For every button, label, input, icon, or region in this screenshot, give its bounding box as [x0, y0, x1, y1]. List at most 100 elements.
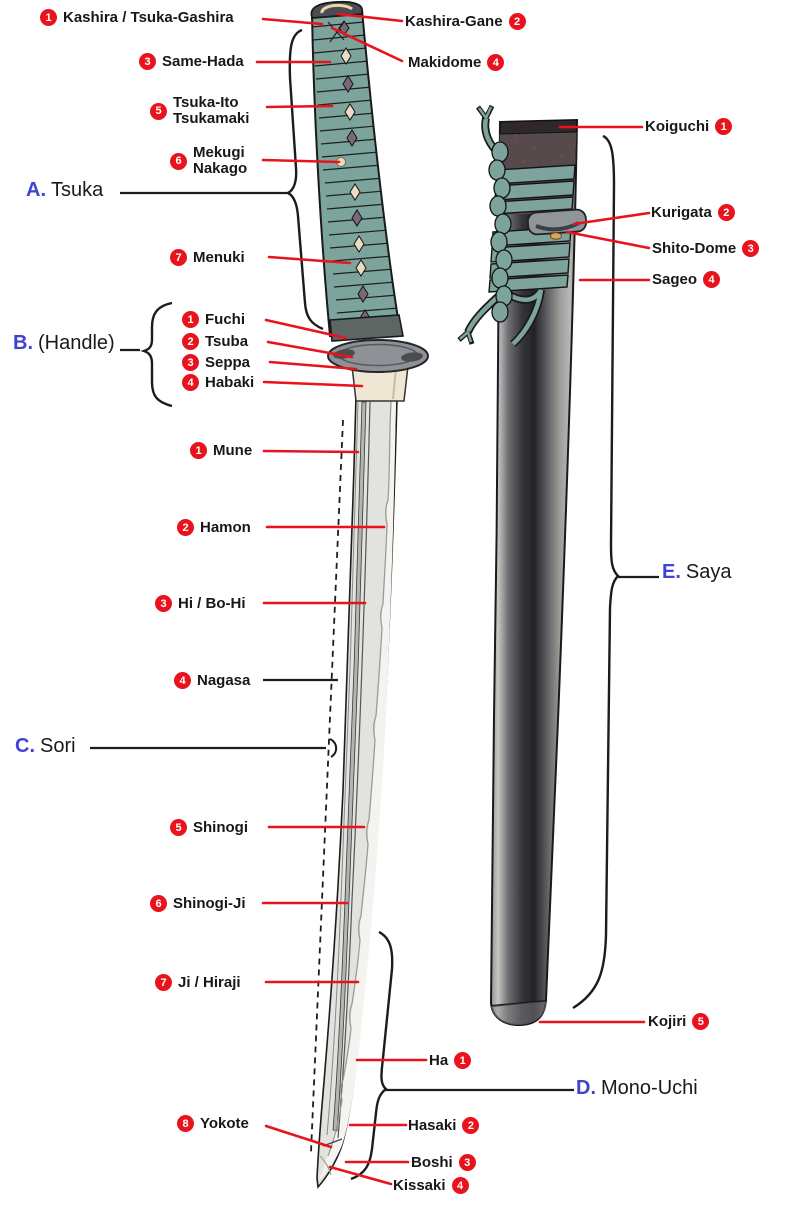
number-badge: 1 [454, 1052, 472, 1069]
menuki-ornament [355, 259, 367, 277]
label-habaki: 4 Habaki [182, 374, 254, 391]
label-text: Makidome [408, 53, 482, 71]
section-name: Sori [40, 735, 76, 757]
label-fuchi: 1 Fuchi [182, 311, 245, 328]
label-kurigata: Kurigata 2 [651, 204, 735, 221]
label-shinogi: 5 Shinogi [170, 819, 248, 836]
number-badge: 4 [703, 271, 721, 288]
label-text: Same-Hada [162, 52, 244, 70]
label-text: Nagasa [197, 671, 251, 689]
tsuka-diamond-openings [336, 20, 371, 327]
shito-dome-fitting [550, 232, 562, 240]
label-text: Menuki [193, 248, 245, 266]
label-nagasa: 4 Nagasa [174, 672, 250, 689]
section-name: Tsuka [51, 179, 104, 201]
section-b-handle: B. (Handle) [13, 332, 115, 354]
koiguchi-rim [499, 119, 578, 135]
label-text: Sageo [652, 270, 698, 288]
number-badge: 3 [458, 1154, 476, 1171]
bo-hi-groove [332, 401, 367, 1132]
number-badge: 1 [40, 9, 57, 26]
label-text: Tsuka-Ito Tsukamaki [173, 94, 250, 127]
label-ha: Ha 1 [429, 1051, 472, 1069]
red-leader-lines [255, 12, 651, 1186]
label-text: Kissaki [393, 1176, 446, 1194]
label-yokote: 8 Yokote [177, 1115, 249, 1132]
label-text: Hi / Bo-Hi [178, 594, 246, 612]
number-badge: 1 [190, 442, 207, 459]
label-text: Habaki [205, 373, 255, 391]
label-text: Kurigata [651, 203, 712, 221]
label-kashira: 1 Kashira / Tsuka-Gashira [40, 9, 234, 26]
label-text: Kashira / Tsuka-Gashira [63, 8, 234, 26]
label-kojiri: Kojiri 5 [648, 1012, 710, 1030]
number-badge: 4 [174, 672, 191, 689]
label-text: Hasaki [408, 1116, 457, 1134]
section-letter: D. [576, 1077, 596, 1099]
kashira-gane-ring [320, 3, 353, 14]
shinogi-line [337, 401, 371, 1139]
sageo-braid-knot [488, 141, 513, 323]
number-badge: 1 [715, 118, 733, 135]
label-mune: 1 Mune [190, 442, 252, 459]
katana-blade [316, 395, 398, 1189]
section-name: Saya [685, 561, 732, 583]
label-text: Seppa [205, 353, 251, 371]
number-badge: 4 [451, 1177, 469, 1194]
section-e-saya: E. Saya [662, 561, 732, 583]
number-badge: 3 [155, 595, 172, 612]
number-badge: 2 [462, 1117, 480, 1134]
section-letter: C. [15, 735, 35, 757]
number-badge: 3 [139, 53, 156, 70]
label-koiguchi: Koiguchi 1 [645, 117, 733, 135]
label-text: Tsuba [205, 332, 249, 350]
number-badge: 3 [182, 354, 199, 371]
handle-brace [140, 301, 173, 408]
section-letter: E. [662, 561, 681, 583]
number-badge: 6 [150, 895, 167, 912]
number-badge: 2 [182, 333, 199, 350]
number-badge: 5 [170, 819, 187, 836]
label-text: Fuchi [205, 310, 245, 328]
section-d-mono-uchi: D. Mono-Uchi [576, 1077, 698, 1099]
number-badge: 3 [742, 240, 760, 257]
label-text: Ji / Hiraji [178, 973, 241, 991]
label-hamon: 2 Hamon [177, 519, 251, 536]
label-sageo: Sageo 4 [652, 270, 721, 288]
label-seppa: 3 Seppa [182, 354, 250, 371]
label-hasaki: Hasaki 2 [408, 1116, 480, 1134]
section-a-tsuka: A. Tsuka [26, 179, 103, 201]
number-badge: 2 [717, 204, 735, 221]
label-makidome: Makidome 4 [408, 53, 505, 71]
section-c-sori: C. Sori [15, 735, 76, 757]
label-text: Kojiri [648, 1012, 687, 1030]
boshi-line [319, 1155, 332, 1176]
label-ji-hiraji: 7 Ji / Hiraji [155, 974, 241, 991]
number-badge: 2 [177, 519, 194, 536]
tsuka-handle [310, 0, 404, 342]
saya-brace [572, 134, 620, 1010]
number-badge: 5 [692, 1013, 710, 1030]
label-same-hada: 3 Same-Hada [139, 53, 244, 70]
label-tsuka-ito: 5 Tsuka-Ito Tsukamaki [150, 95, 249, 127]
kurigata-knob [527, 208, 587, 240]
label-text: Shinogi-Ji [173, 894, 246, 912]
section-name: Mono-Uchi [601, 1077, 698, 1099]
tsuba-guard [327, 339, 429, 373]
label-kashira-gane: Kashira-Gane 2 [405, 13, 526, 30]
habaki-shade [392, 367, 397, 400]
sori-arc-marker [329, 738, 338, 758]
label-text: Ha [429, 1051, 449, 1069]
number-badge: 2 [508, 13, 526, 30]
label-text: Boshi [411, 1153, 453, 1171]
label-text: Mune [213, 441, 253, 459]
label-text: Koiguchi [645, 117, 710, 135]
saya-scabbard [457, 104, 587, 1027]
number-badge: 4 [487, 54, 505, 71]
number-badge: 8 [177, 1115, 194, 1132]
hamon-line [327, 401, 392, 1157]
number-badge: 6 [170, 152, 187, 170]
black-leader-lines [90, 191, 659, 1092]
